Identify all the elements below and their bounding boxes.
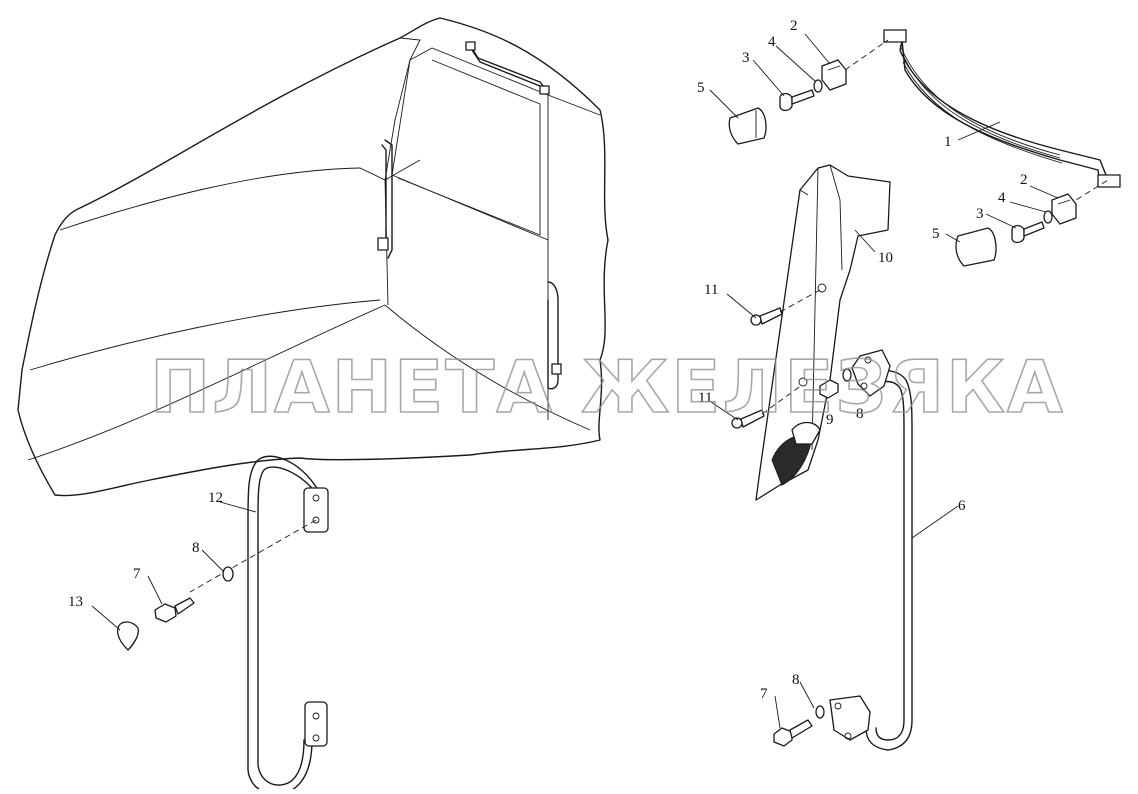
callout-8-left: 8: [192, 540, 200, 556]
callout-9: 9: [826, 412, 834, 428]
callout-2-top: 2: [790, 18, 798, 34]
cover-5-bottom: [955, 227, 997, 267]
handrail-12: [247, 455, 329, 794]
callout-8-bottom: 8: [792, 672, 800, 688]
screw-3-bottom: [1011, 221, 1045, 244]
callout-labels: 1 2 2 3 3 4 4 5 5 6 7 7 8 8 8 9 10 11 11…: [68, 18, 1028, 702]
callout-12: 12: [208, 490, 223, 506]
callout-11-lower: 11: [698, 390, 712, 406]
callout-7-right: 7: [760, 686, 768, 702]
callout-8-middle: 8: [856, 406, 864, 422]
washer-8-left: [222, 566, 234, 582]
clip-2-top: [821, 59, 847, 91]
callout-6: 6: [958, 498, 966, 514]
cap-nut-13: [116, 621, 139, 651]
handle-1: [883, 29, 1121, 188]
bolt-7-left: [154, 597, 195, 623]
callout-5-top: 5: [697, 80, 705, 96]
callout-10: 10: [878, 250, 893, 266]
screw-11-lower: [731, 409, 765, 429]
callout-11-upper: 11: [704, 282, 718, 298]
bracket-10: [755, 164, 891, 501]
callout-2-bottom: 2: [1020, 172, 1028, 188]
callout-7-left: 7: [133, 566, 141, 582]
washer-4-top: [813, 79, 823, 93]
callout-3-bottom: 3: [976, 206, 984, 222]
washer-8-upper: [842, 368, 852, 382]
callout-5-bottom: 5: [932, 226, 940, 242]
washer-8-bottom: [815, 705, 825, 719]
clip-2-bottom: [1051, 193, 1077, 225]
cab-body: [17, 17, 609, 497]
callout-13: 13: [68, 594, 83, 610]
callout-4-bottom: 4: [998, 190, 1006, 206]
washer-4-bottom: [1043, 210, 1053, 224]
callout-3-top: 3: [742, 50, 750, 66]
leader-lines: [91, 33, 1059, 729]
handrail-6: [829, 349, 913, 751]
screw-3-top: [779, 89, 815, 112]
screw-11-upper: [750, 307, 783, 326]
bolt-9: [819, 379, 839, 399]
bolt-7-right: [773, 719, 813, 747]
watermark: ПЛАНЕТА ЖЕЛЕЗЯКА: [150, 345, 1065, 429]
callout-1: 1: [944, 134, 952, 150]
cover-5-top: [728, 107, 767, 145]
callout-4-top: 4: [768, 34, 776, 50]
